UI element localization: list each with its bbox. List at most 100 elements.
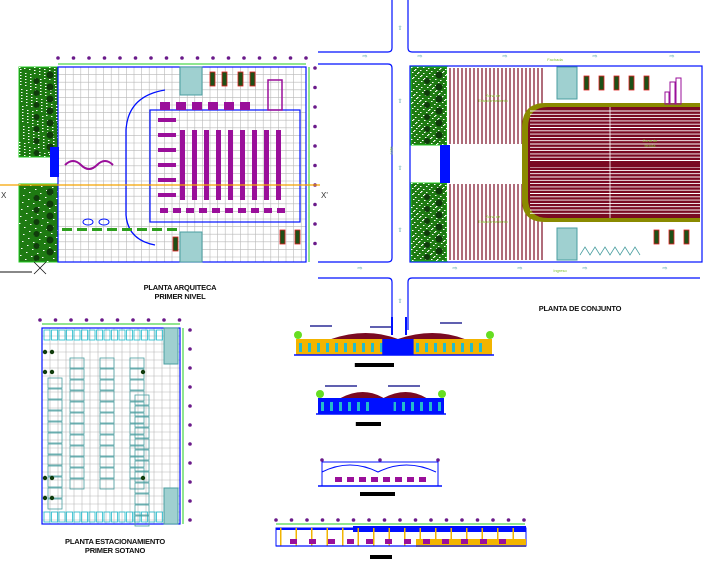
landscape-texture	[30, 80, 32, 81]
landscape-texture	[429, 225, 431, 226]
landscape-texture	[440, 116, 442, 117]
furniture-block	[442, 539, 449, 544]
landscape-texture	[420, 106, 422, 107]
column-marker	[313, 163, 317, 168]
landscape-texture	[38, 132, 40, 133]
landscape-texture	[30, 83, 32, 84]
column-marker	[102, 56, 107, 60]
landscape-texture	[33, 242, 35, 243]
parking-space	[99, 401, 115, 413]
zone-top-line1: Zona de	[485, 93, 501, 98]
parking-space	[141, 511, 148, 523]
landscape-texture	[43, 139, 45, 140]
landscape-texture	[416, 86, 418, 87]
window	[348, 402, 351, 411]
shelf-block	[158, 118, 176, 122]
site-label-zone-top: Zona de Estacionamiento	[468, 93, 518, 103]
landscape-texture	[413, 77, 415, 78]
tree-icon	[46, 131, 54, 139]
column-marker	[164, 56, 169, 60]
landscape-texture	[427, 251, 429, 252]
landscape-texture	[431, 143, 433, 144]
column-marker	[131, 318, 135, 322]
landscape-texture	[423, 189, 425, 190]
landscape-texture	[26, 93, 28, 94]
landscape-texture	[435, 243, 437, 244]
landscape-texture	[418, 236, 420, 237]
landscape-texture	[442, 260, 444, 261]
parking-space	[111, 329, 118, 341]
street-arrow-icon: ⇨	[517, 266, 522, 272]
column-marker	[313, 66, 317, 70]
landscape-texture	[414, 136, 416, 137]
column-marker	[257, 56, 262, 60]
parking-space	[99, 412, 115, 424]
landscape-texture	[424, 242, 426, 243]
parking-space	[134, 416, 150, 428]
parking-space	[69, 412, 85, 424]
parking-plan-title: PLANTA ESTACIONAMIENTO PRIMER SOTANO	[50, 537, 180, 555]
landscape-texture	[433, 251, 435, 252]
window	[366, 402, 369, 411]
landscape-texture	[436, 254, 438, 255]
landscape-texture	[437, 187, 439, 188]
landscape-texture	[25, 220, 27, 221]
landscape-texture	[419, 205, 421, 206]
bench	[152, 228, 162, 231]
landscape-texture	[435, 237, 437, 238]
landscape-texture	[422, 140, 424, 141]
landscape-texture	[38, 144, 40, 145]
landscape-texture	[444, 124, 446, 125]
window	[335, 343, 338, 352]
zone-bottom-line2: Estacionamiento	[478, 219, 508, 224]
landscape-texture	[32, 249, 34, 250]
landscape-texture	[412, 78, 414, 79]
landscape-texture	[42, 122, 44, 123]
landscape-texture	[27, 122, 29, 123]
landscape-texture	[430, 200, 432, 201]
tree-icon	[46, 95, 54, 103]
landscape-texture	[22, 241, 24, 242]
landscape-texture	[28, 199, 30, 200]
landscape-texture	[438, 246, 440, 247]
landscape-texture	[445, 111, 447, 112]
shelf-row	[252, 130, 257, 200]
landscape-texture	[35, 84, 37, 85]
landscape-texture	[411, 183, 413, 184]
plan-first-floor-title-line2: PRIMER NIVEL	[154, 292, 206, 301]
landscape-texture	[426, 186, 428, 187]
landscape-texture	[45, 236, 47, 237]
fountain-icon	[98, 218, 110, 226]
landscape-texture	[413, 247, 415, 248]
landscape-texture	[21, 248, 23, 249]
landscape-texture	[35, 228, 37, 229]
landscape-texture	[419, 125, 421, 126]
landscape-texture	[45, 86, 47, 87]
pole	[405, 317, 407, 335]
landscape-texture	[423, 103, 425, 104]
landscape-texture	[423, 73, 425, 74]
landscape-texture	[418, 78, 420, 79]
landscape-texture	[443, 187, 445, 188]
column-marker	[188, 347, 192, 351]
landscape-texture	[442, 138, 444, 139]
landscape-texture	[31, 256, 33, 257]
landscape-texture	[442, 102, 444, 103]
landscape-texture	[49, 79, 51, 80]
column	[466, 528, 468, 546]
landscape-texture	[441, 243, 443, 244]
landscape-texture	[32, 123, 34, 124]
landscape-texture	[418, 200, 420, 201]
landscape-texture	[56, 120, 58, 121]
landscape-texture	[411, 133, 413, 134]
landscape-texture	[419, 137, 421, 138]
column-marker	[273, 56, 277, 60]
column-marker	[413, 518, 418, 522]
shelf-row	[240, 130, 245, 200]
tree-icon	[424, 126, 430, 132]
landscape-texture	[420, 186, 422, 187]
landscape-texture	[435, 127, 437, 128]
landscape-texture	[42, 119, 44, 120]
landscape-texture	[415, 123, 417, 124]
furniture-block	[407, 477, 414, 482]
